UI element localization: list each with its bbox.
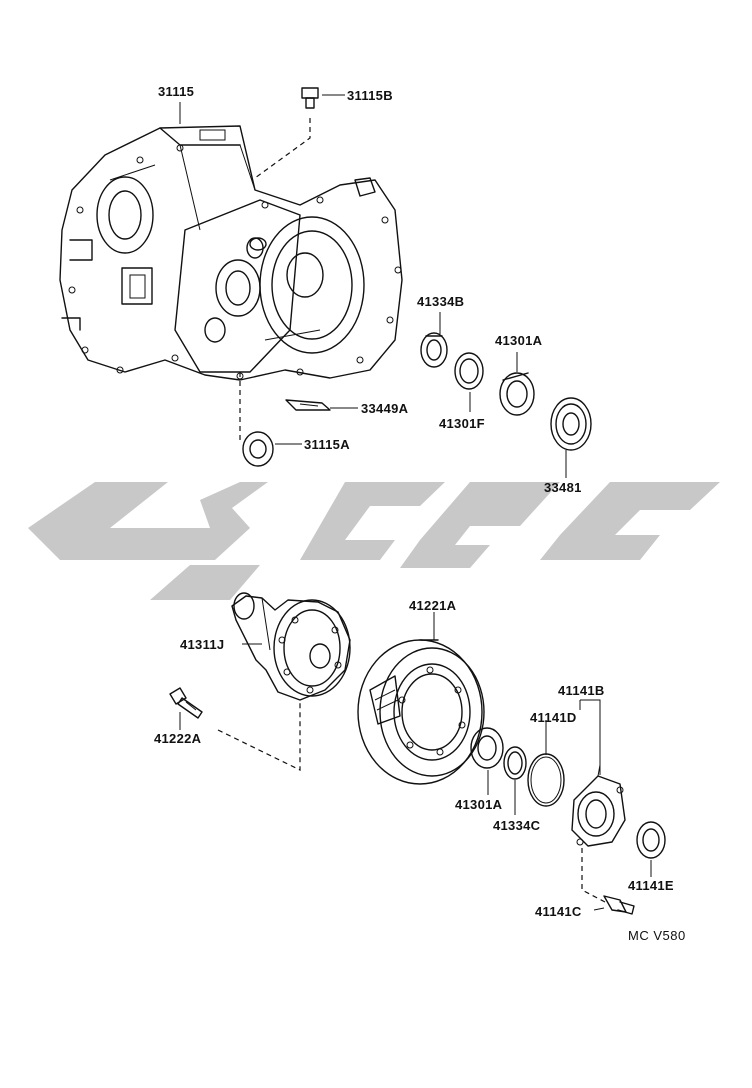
label-33449A: 33449A [361, 401, 409, 416]
label-41141C: 41141C [535, 904, 582, 919]
label-41301F: 41301F [439, 416, 485, 431]
small-seal [249, 237, 267, 251]
label-33481: 33481 [544, 480, 582, 495]
seal-41334B [420, 332, 448, 368]
seal-31115A [239, 372, 274, 467]
leader-lines [179, 94, 652, 911]
label-41334C: 41334C [493, 818, 541, 833]
ring-gear-41221A [357, 639, 485, 785]
label-41141B: 41141B [558, 683, 605, 698]
label-31115A: 31115A [304, 437, 350, 452]
label-41311J: 41311J [180, 637, 225, 652]
label-41141D: 41141D [530, 710, 577, 725]
bolt-41222A [169, 687, 301, 771]
label-41301A-top: 41301A [495, 333, 543, 348]
label-41334B: 41334B [417, 294, 465, 309]
shim-41301F [454, 352, 484, 390]
retainer-41141B [571, 764, 626, 903]
diff-case-41311J [231, 592, 351, 701]
seal-41141E [636, 821, 666, 859]
label-31115: 31115 [158, 84, 195, 99]
watermark-logo [28, 482, 720, 600]
label-41222A: 41222A [154, 731, 202, 746]
label-31115B: 31115B [347, 88, 393, 103]
plug-31115B [254, 87, 319, 179]
pin-33449A [285, 399, 331, 411]
oring-41141D [527, 753, 565, 807]
label-41221A: 41221A [409, 598, 457, 613]
shim-41334C [503, 746, 527, 780]
bolt-41141C [603, 895, 635, 915]
label-41141E: 41141E [628, 878, 674, 893]
bearing-33481 [550, 397, 592, 451]
label-41301A-bottom: 41301A [455, 797, 503, 812]
transmission-case-31115 [59, 125, 403, 381]
bearing-41301A-bottom [470, 727, 504, 769]
diagram-code: MC V580 [628, 928, 686, 943]
bearing-41301A-top [499, 372, 535, 416]
